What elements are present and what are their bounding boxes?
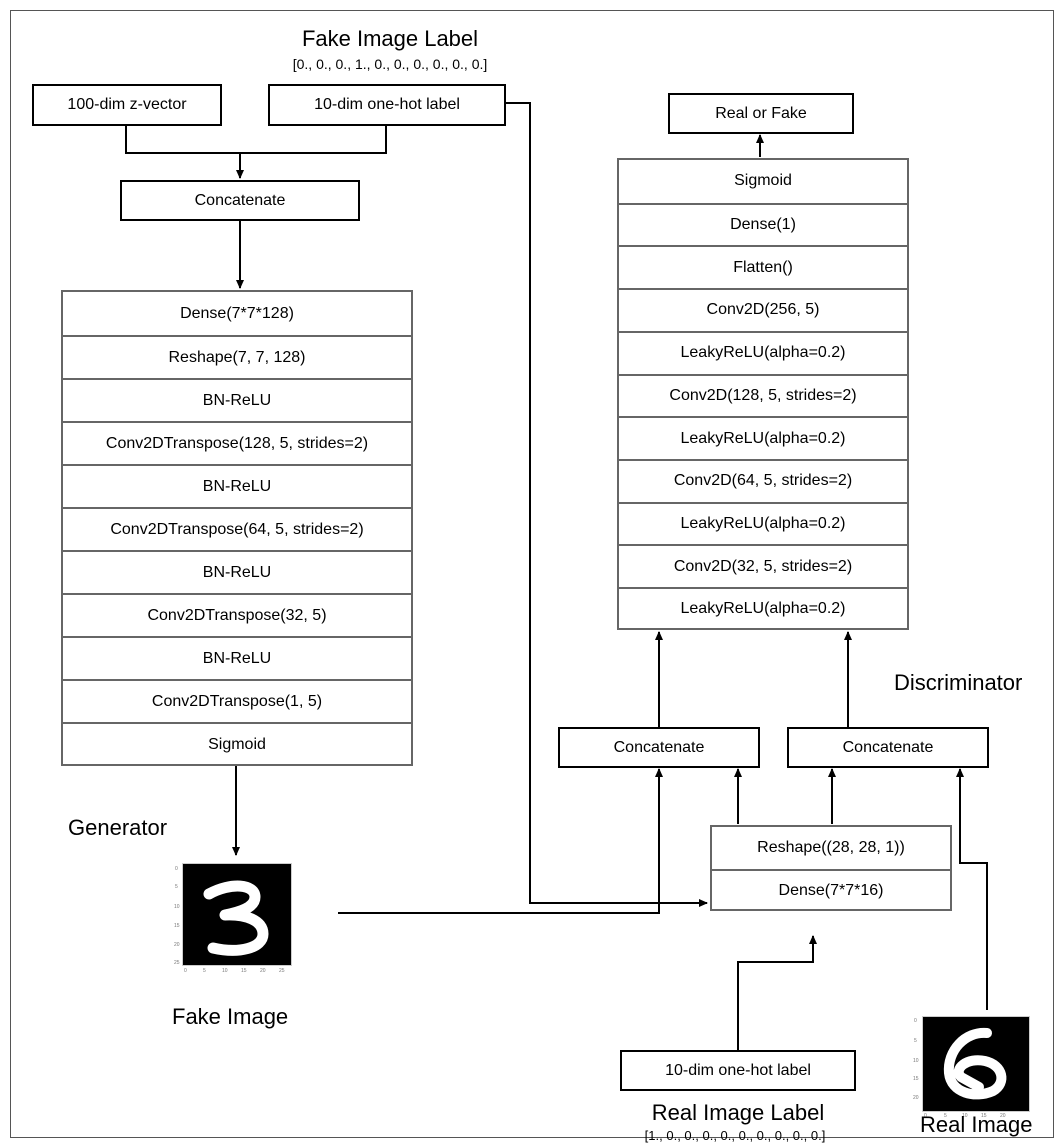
generator-title: Generator (68, 815, 168, 840)
generator-layer-8: BN-ReLU (63, 636, 411, 679)
diagram-frame (10, 10, 1054, 1138)
generator-layer-9: Conv2DTranspose(1, 5) (63, 679, 411, 722)
discriminator-title: Discriminator (894, 670, 1023, 695)
fake-digit-image (182, 863, 292, 966)
z-vector-connector (125, 126, 387, 154)
fake-label-title: Fake Image Label (301, 26, 479, 51)
discriminator-layer-0: Sigmoid (734, 172, 792, 190)
fake-label-vector: [0., 0., 0., 1., 0., 0., 0., 0., 0., 0.] (292, 56, 488, 72)
discriminator-concatenate-left: Concatenate (558, 727, 760, 768)
generator-layer-10: Sigmoid (63, 722, 411, 765)
generator-layer-7: Conv2DTranspose(32, 5) (63, 593, 411, 636)
discriminator-layer-9: Conv2D(32, 5, strides=2) (619, 544, 907, 587)
label-layer-0: Reshape((28, 28, 1)) (757, 839, 905, 856)
discriminator-layer-7: Conv2D(64, 5, strides=2) (619, 458, 907, 502)
real-onehot-label-box: 10-dim one-hot label (620, 1050, 856, 1091)
real-image-caption: Real Image (920, 1112, 1033, 1137)
onehot-to-dense-arrow (737, 935, 817, 1050)
discriminator-layer-4: LeakyReLU(alpha=0.2) (619, 330, 907, 374)
discriminator-layer-5: Conv2D(128, 5, strides=2) (619, 373, 907, 417)
discriminator-layer-3: Conv2D(256, 5) (619, 288, 907, 331)
generator-layer-3: Conv2DTranspose(128, 5, strides=2) (63, 421, 411, 464)
real-image-to-concat-arrow (956, 768, 988, 1010)
discriminator-layer-6: LeakyReLU(alpha=0.2) (619, 416, 907, 459)
real-label-vector: [1., 0., 0., 0., 0., 0., 0., 0., 0., 0.] (644, 1128, 826, 1143)
real-label-title: Real Image Label (651, 1100, 825, 1125)
generator-layer-4: BN-ReLU (63, 464, 411, 507)
z-vector-box: 100-dim z-vector (32, 84, 222, 126)
discriminator-layer-10: LeakyReLU(alpha=0.2) (619, 587, 907, 630)
fake-image-caption: Fake Image (172, 1004, 289, 1029)
fake-image-to-concat-arrow (338, 768, 663, 914)
generator-layer-1: Reshape(7, 7, 128) (63, 335, 411, 378)
real-digit-image (922, 1016, 1030, 1112)
discriminator-layer-8: LeakyReLU(alpha=0.2) (619, 501, 907, 545)
label-layer-1: Dense(7*7*16) (712, 869, 950, 911)
generator-layer-5: Conv2DTranspose(64, 5, strides=2) (63, 507, 411, 550)
generator-layer-6: BN-ReLU (63, 550, 411, 593)
fake-label-route-arrow (506, 102, 708, 907)
generator-concatenate-box: Concatenate (120, 180, 360, 221)
discriminator-layer-1: Dense(1) (619, 202, 907, 246)
discriminator-layer-2: Flatten() (619, 245, 907, 288)
label-embedding-stack: Reshape((28, 28, 1)) Dense(7*7*16) (710, 825, 952, 911)
fake-onehot-label-box: 10-dim one-hot label (268, 84, 506, 126)
real-or-fake-output-box: Real or Fake (668, 93, 854, 134)
generator-layer-2: BN-ReLU (63, 378, 411, 421)
discriminator-concatenate-right: Concatenate (787, 727, 989, 768)
generator-layer-0: Dense(7*7*128) (180, 304, 294, 322)
